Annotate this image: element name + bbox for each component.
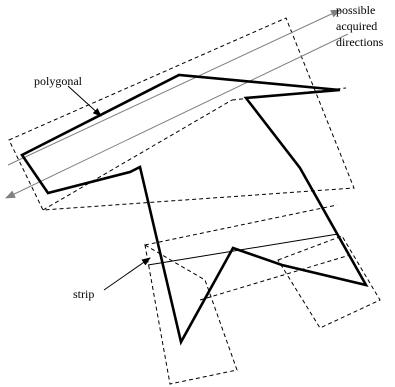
- polygonal-label: polygonal: [34, 74, 83, 88]
- lower-left-strip-outline: [144, 244, 238, 385]
- middle-strip-bottom-edge: [144, 204, 338, 246]
- directions-label-line-1: possible: [336, 3, 375, 17]
- upper-strip-outline: [8, 17, 355, 211]
- strip-divider-2: [199, 254, 351, 301]
- directions-label-line-2: acquired: [336, 19, 377, 33]
- lower-right-strip-outline: [277, 235, 381, 329]
- directions-label-line-3: directions: [336, 35, 384, 49]
- direction-arrow-upper: [7, 9, 341, 166]
- middle-strip-top-edge-2: [42, 99, 233, 211]
- strip-divider-1: [147, 233, 339, 266]
- polygonal-shape: [20, 73, 369, 346]
- strip-leader-arrow: [103, 257, 151, 291]
- polygonal-leader-arrow: [67, 85, 102, 117]
- strip-label: strip: [73, 287, 94, 301]
- direction-arrow-lower: [5, 33, 349, 199]
